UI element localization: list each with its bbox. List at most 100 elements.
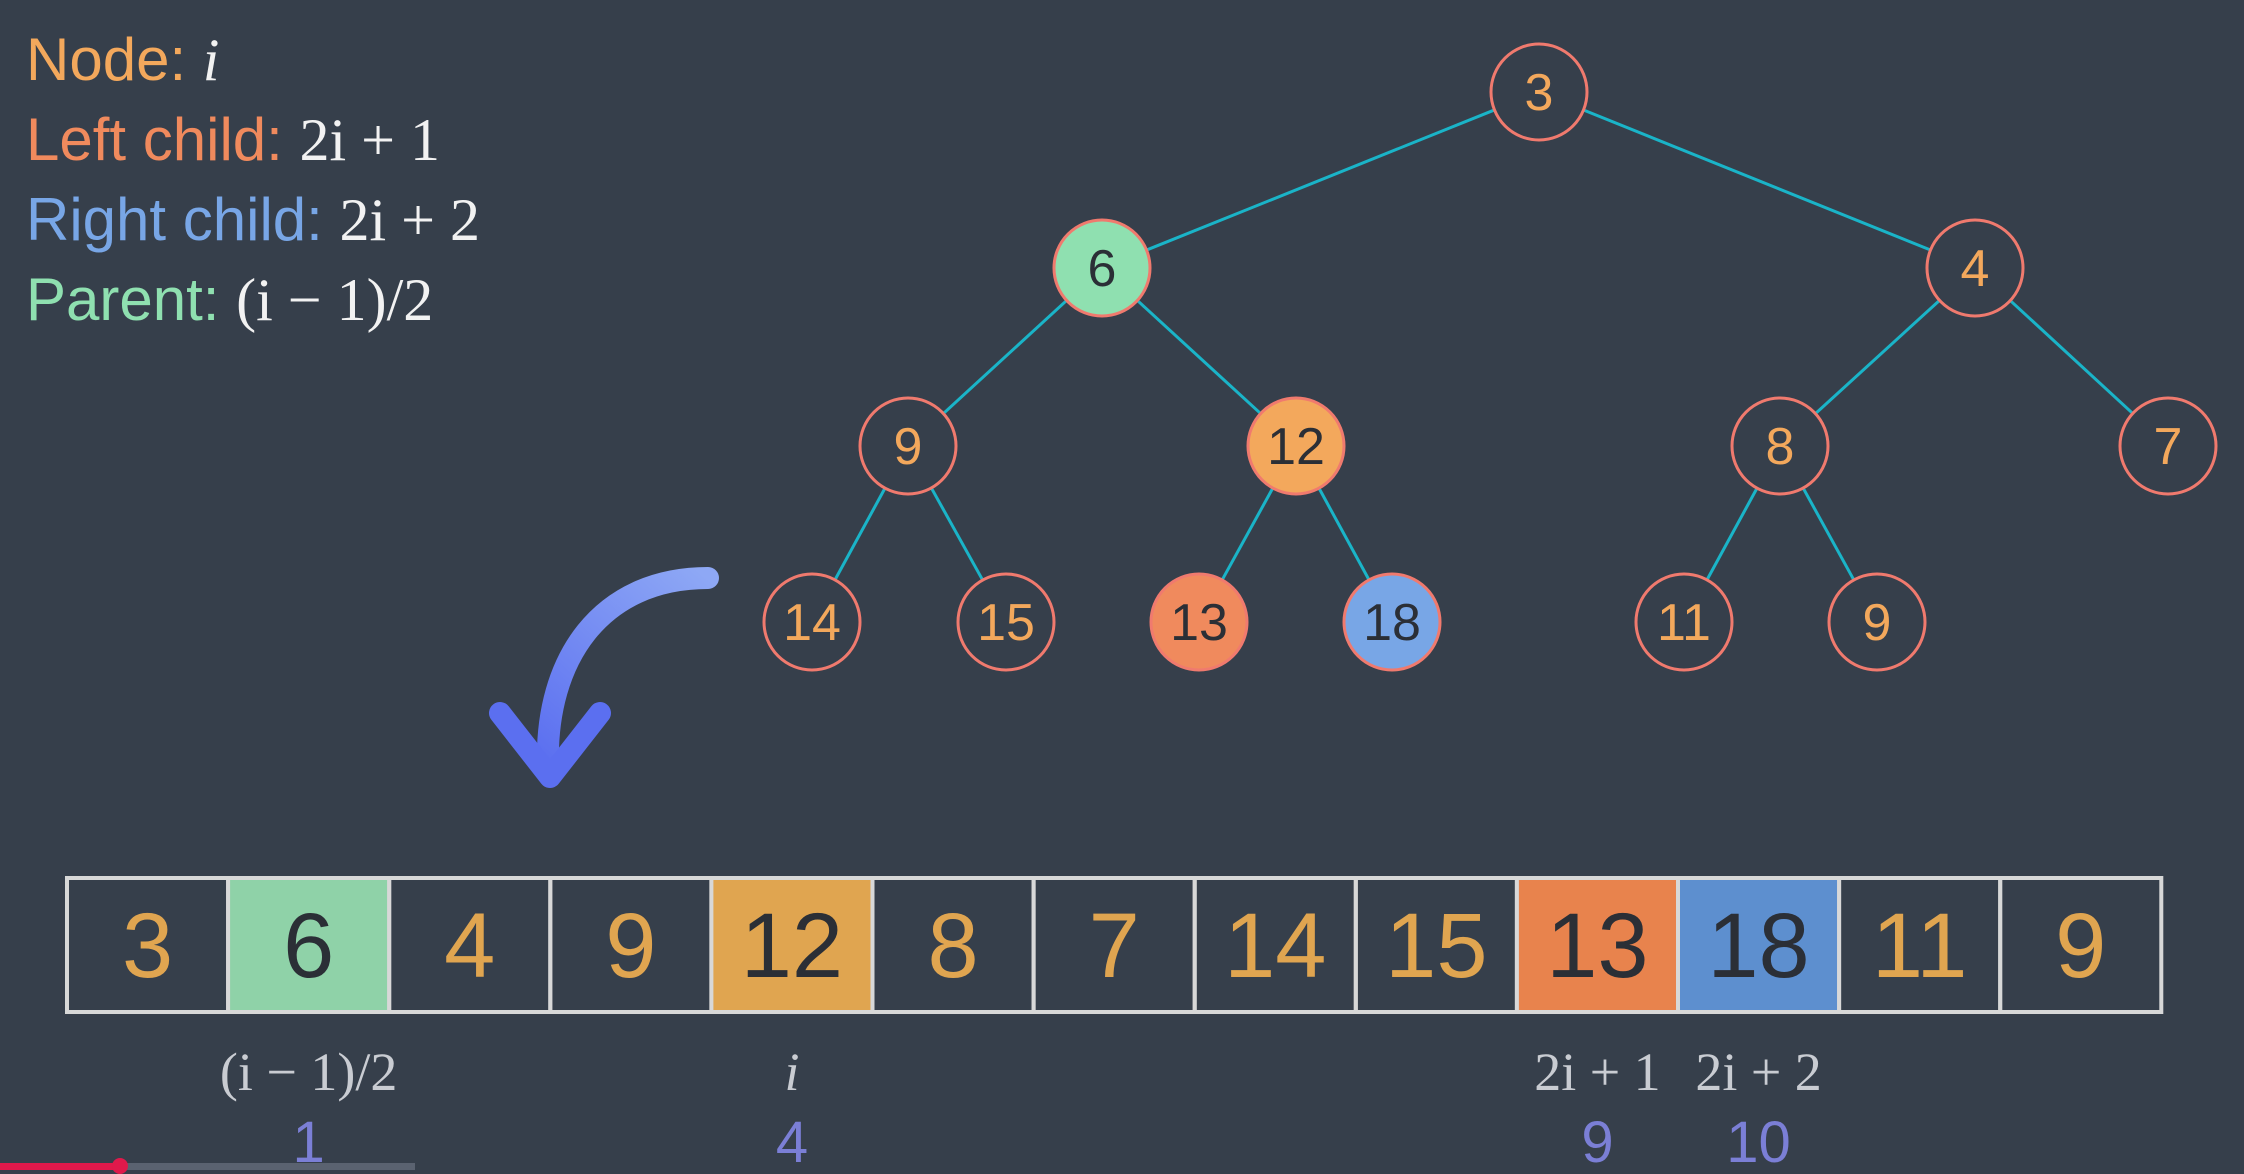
legend-left-formula: 2i + 1 xyxy=(300,107,441,173)
tree-node-circle xyxy=(858,396,958,496)
tree-node-value: 8 xyxy=(1766,418,1795,476)
legend-right-child: Right child: 2i + 2 xyxy=(26,186,480,253)
tree-edge xyxy=(930,487,984,581)
tree-node-value: 11 xyxy=(1657,594,1711,652)
index-formula: 2i + 1 xyxy=(1534,1042,1660,1102)
array-cell: 15 xyxy=(1353,876,1519,1014)
legend-left-child: Left child: 2i + 1 xyxy=(26,106,440,173)
tree-edge xyxy=(1317,487,1371,581)
array-cell-box xyxy=(709,876,875,1014)
array-cell: 14 xyxy=(1192,876,1358,1014)
tree-node: 15 xyxy=(956,572,1056,672)
tree-node-value: 3 xyxy=(1525,64,1554,122)
index-formula: 2i + 2 xyxy=(1695,1042,1821,1102)
tree-node: 6 xyxy=(1052,218,1152,318)
array-cell-value: 8 xyxy=(927,895,978,997)
index-label: 2i + 1 9 xyxy=(1534,1042,1660,1170)
tree-node-circle xyxy=(1925,218,2025,318)
tree-node-circle xyxy=(1634,572,1734,672)
tree-node-value: 7 xyxy=(2154,418,2183,476)
tree-node-value: 4 xyxy=(1961,240,1990,298)
tree-node-value: 18 xyxy=(1363,594,1421,652)
tree-edges xyxy=(833,108,2134,581)
tree-node: 9 xyxy=(1827,572,1927,672)
tree-edge xyxy=(1136,299,1262,415)
index-label: i4 xyxy=(776,1042,808,1170)
tree-edge xyxy=(2009,299,2134,415)
tree-edge xyxy=(1801,487,1856,581)
tree-edge xyxy=(1814,299,1941,415)
array-cell-value: 14 xyxy=(1224,895,1326,997)
index-number: 9 xyxy=(1581,1110,1613,1170)
array-cell: 7 xyxy=(1031,876,1197,1014)
tree-node-circle xyxy=(1052,218,1152,318)
tree-node-circle xyxy=(762,572,862,672)
tree-node-circle xyxy=(1149,572,1249,672)
tree-edge xyxy=(942,299,1068,415)
legend-node-formula: i xyxy=(203,27,220,93)
array-cell-value: 9 xyxy=(605,895,656,997)
tree-node-value: 9 xyxy=(1863,594,1892,652)
legend-parent-formula: (i − 1)/2 xyxy=(236,267,433,333)
array-cell-value: 11 xyxy=(1872,895,1968,997)
tree-node: 14 xyxy=(762,572,862,672)
video-scrubber-handle[interactable] xyxy=(112,1158,128,1174)
tree-node-circle xyxy=(1489,42,1589,142)
array-cell-value: 7 xyxy=(1089,895,1140,997)
array-cell: 18 xyxy=(1676,876,1842,1014)
array-cell: 12 xyxy=(709,876,875,1014)
array-cell: 4 xyxy=(387,876,553,1014)
array-cell: 3 xyxy=(65,876,231,1014)
index-number: 10 xyxy=(1726,1110,1791,1170)
array-cell-box xyxy=(1998,876,2164,1014)
tree-edge xyxy=(1220,487,1275,581)
tree-node-circle xyxy=(1342,572,1442,672)
array-cell-value: 12 xyxy=(741,895,843,997)
tree-to-array-arrow-icon xyxy=(489,567,719,788)
tree-node: 18 xyxy=(1342,572,1442,672)
tree-node-circle xyxy=(956,572,1056,672)
tree-node-circle xyxy=(1827,572,1927,672)
legend-node: Node: i xyxy=(26,26,219,93)
tree-edge xyxy=(1582,108,1932,252)
index-number: 1 xyxy=(293,1110,325,1170)
legend-node-label: Node: xyxy=(26,26,203,93)
tree-node-value: 13 xyxy=(1170,594,1228,652)
legend-right-label: Right child: xyxy=(26,186,339,253)
index-formula: (i − 1)/2 xyxy=(220,1042,397,1102)
video-progress-bar[interactable] xyxy=(0,1158,415,1174)
array-cell-box xyxy=(226,876,392,1014)
array-cell-value: 6 xyxy=(283,895,334,997)
legend-left-label: Left child: xyxy=(26,106,300,173)
tree-node: 3 xyxy=(1489,42,1589,142)
tree-node: 4 xyxy=(1925,218,2025,318)
tree-node-circle xyxy=(2118,396,2218,496)
array-cell-value: 18 xyxy=(1707,895,1809,997)
index-formula: i xyxy=(784,1042,799,1102)
tree-node: 12 xyxy=(1246,396,1346,496)
tree-node: 8 xyxy=(1730,396,1830,496)
array-cell-box xyxy=(1514,876,1681,1014)
array-cell-value: 13 xyxy=(1546,895,1648,997)
tree-edge xyxy=(1145,108,1496,252)
array-cell-value: 9 xyxy=(2055,895,2106,997)
tree-node-circle xyxy=(1730,396,1830,496)
tree-edge xyxy=(1705,487,1759,581)
array-cell: 9 xyxy=(1998,876,2164,1014)
legend: Node: i Left child: 2i + 1 Right child: … xyxy=(26,26,480,333)
array-cell: 8 xyxy=(870,876,1036,1014)
tree-node-value: 12 xyxy=(1267,418,1325,476)
tree-node: 11 xyxy=(1634,572,1734,672)
array-cell: 6 xyxy=(226,876,392,1014)
tree-edge xyxy=(833,487,887,581)
video-progress-fill xyxy=(0,1163,120,1170)
array-cell-value: 4 xyxy=(444,895,495,997)
tree-node: 13 xyxy=(1149,572,1249,672)
tree-node-value: 6 xyxy=(1088,240,1117,298)
legend-parent: Parent: (i − 1)/2 xyxy=(26,266,433,333)
index-number: 4 xyxy=(776,1110,808,1170)
